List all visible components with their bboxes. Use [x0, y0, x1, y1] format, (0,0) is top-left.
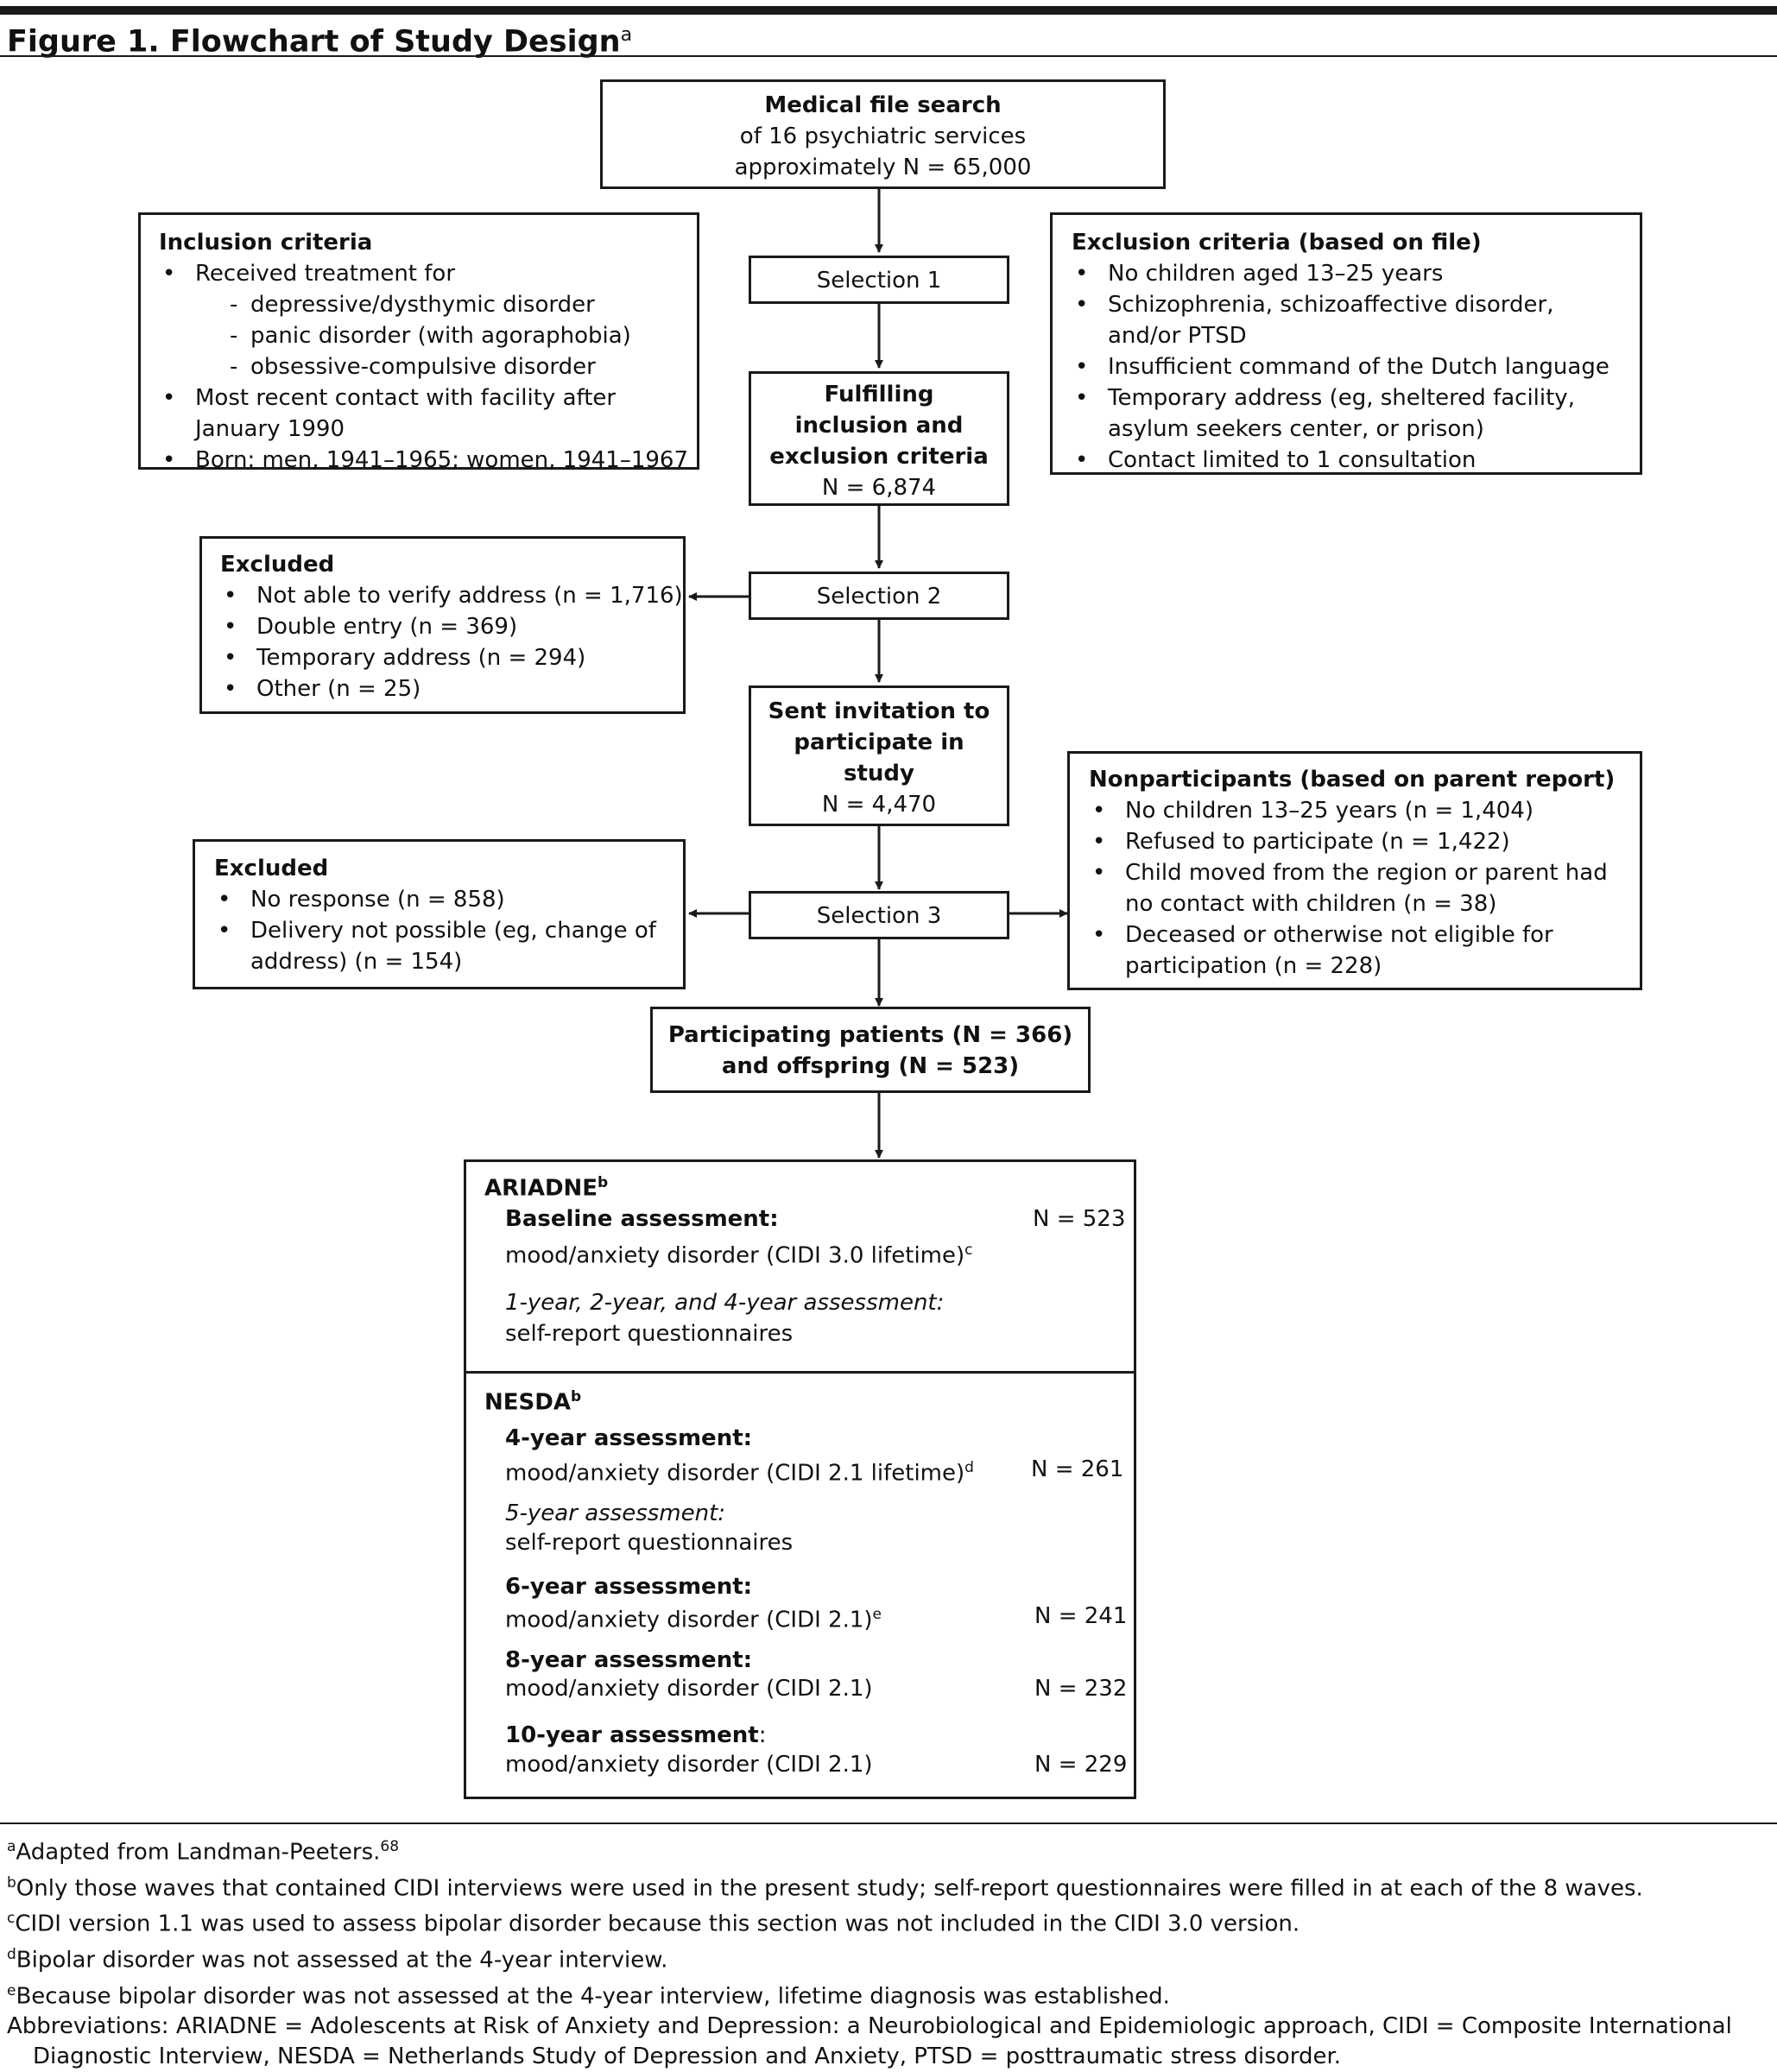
inclusion-subitem: obsessive-compulsive disorder — [230, 351, 697, 382]
nesda-title: NESDAb — [484, 1388, 582, 1416]
inclusion-criteria-box: Inclusion criteria Received treatment fo… — [138, 212, 699, 476]
nesda-4y-text: mood/anxiety disorder (CIDI 2.1 lifetime… — [505, 1459, 974, 1487]
inclusion-item: Received treatment for depressive/dysthy… — [159, 258, 697, 382]
medical-file-search-line1: of 16 psychiatric services — [739, 123, 1027, 149]
nonparticipants-item: Child moved from the region or parent ha… — [1089, 857, 1640, 919]
footnote-e: eBecause bipolar disorder was not assess… — [7, 1981, 1170, 2010]
ariadne-baseline-title: Baseline assessment: — [505, 1206, 779, 1232]
nonparticipants-title: Nonparticipants (based on parent report) — [1089, 767, 1616, 793]
inclusion-sublist: depressive/dysthymic disorder panic diso… — [195, 289, 697, 382]
nesda-5y-text: self-report questionnaires — [505, 1530, 794, 1556]
inclusion-subitem: panic disorder (with agoraphobia) — [230, 320, 697, 351]
nesda-4y-n: N = 261 — [1031, 1456, 1124, 1482]
ariadne-baseline-n: N = 523 — [1033, 1206, 1126, 1232]
fulfilling-n: N = 6,874 — [821, 475, 937, 501]
exclusion-title: Exclusion criteria (based on file) — [1072, 230, 1482, 256]
excluded-1-list: Not able to verify address (n = 1,716) D… — [220, 580, 683, 704]
exclusion-criteria-box: Exclusion criteria (based on file) No ch… — [1050, 212, 1642, 476]
selection-1-label: Selection 1 — [816, 268, 942, 294]
title-rule — [0, 55, 1777, 57]
nesda-5y-title: 5-year assessment: — [505, 1500, 726, 1526]
ariadne-followup-text: self-report questionnaires — [505, 1321, 794, 1347]
nesda-6y-text: mood/anxiety disorder (CIDI 2.1)e — [505, 1606, 882, 1633]
participating-line1: Participating patients (N = 366) — [667, 1022, 1073, 1048]
exclusion-item: Contact limited to 1 consultation — [1072, 445, 1640, 476]
nonparticipants-item: No children 13–25 years (n = 1,404) — [1089, 795, 1640, 826]
cohorts-divider — [464, 1371, 1136, 1374]
cohorts-box — [464, 1159, 1136, 1799]
footnotes: aAdapted from Landman-Peeters.68 bOnly t… — [7, 1832, 1768, 2072]
medical-file-search-box: Medical file search of 16 psychiatric se… — [600, 79, 1166, 189]
exclusion-item: Schizophrenia, schizoaffective disorder,… — [1072, 289, 1640, 351]
footnote-b: bOnly those waves that contained CIDI in… — [7, 1873, 1643, 1902]
excluded-2-item: No response (n = 858) — [214, 884, 683, 915]
selection-2-box: Selection 2 — [749, 572, 1009, 620]
excluded-1-item: Double entry (n = 369) — [220, 611, 683, 642]
nonparticipants-item: Deceased or otherwise not eligible forpa… — [1089, 919, 1640, 982]
exclusion-item: Temporary address (eg, sheltered facilit… — [1072, 382, 1640, 445]
nesda-8y-text: mood/anxiety disorder (CIDI 2.1) — [505, 1676, 873, 1702]
fulfilling-line1: Fulfilling — [824, 382, 934, 407]
exclusion-item: Insufficient command of the Dutch langua… — [1072, 351, 1640, 382]
inclusion-item: Most recent contact with facility afterJ… — [159, 382, 697, 445]
top-rule — [0, 6, 1777, 15]
nonparticipants-box: Nonparticipants (based on parent report)… — [1067, 751, 1642, 990]
nesda-4y-title: 4-year assessment: — [505, 1425, 753, 1451]
nonparticipants-list: No children 13–25 years (n = 1,404) Refu… — [1089, 795, 1640, 982]
footnote-c: cCIDI version 1.1 was used to assess bip… — [7, 1910, 1300, 1937]
inclusion-list: Received treatment for depressive/dysthy… — [159, 258, 697, 476]
selection-3-label: Selection 3 — [816, 903, 942, 929]
participating-line2: and offspring (N = 523) — [721, 1053, 1020, 1079]
exclusion-list: No children aged 13–25 years Schizophren… — [1072, 258, 1640, 476]
nesda-10y-text: mood/anxiety disorder (CIDI 2.1) — [505, 1752, 873, 1778]
footnote-a: aAdapted from Landman-Peeters.68 — [7, 1838, 400, 1866]
invitation-line2: participate in — [794, 730, 964, 755]
inclusion-title: Inclusion criteria — [159, 230, 373, 256]
nesda-10y-title: 10-year assessment: — [505, 1722, 767, 1748]
excluded-2-box: Excluded No response (n = 858) Delivery … — [193, 839, 686, 989]
nesda-8y-n: N = 232 — [1034, 1676, 1128, 1702]
ariadne-followup-title: 1-year, 2-year, and 4-year assessment: — [505, 1290, 945, 1316]
abbreviations-line2: Diagnostic Interview, NESDA = Netherland… — [33, 2044, 1342, 2070]
selection-3-box: Selection 3 — [749, 891, 1009, 939]
invitation-line1: Sent invitation to — [768, 698, 990, 724]
selection-2-label: Selection 2 — [816, 584, 942, 610]
medical-file-search-title: Medical file search — [764, 92, 1002, 118]
invitation-n: N = 4,470 — [821, 792, 937, 818]
invitation-box: Sent invitation to participate in study … — [749, 685, 1009, 826]
nesda-6y-title: 6-year assessment: — [505, 1574, 753, 1600]
invitation-line3: study — [844, 761, 914, 786]
nesda-6y-n: N = 241 — [1034, 1603, 1128, 1629]
nesda-8y-title: 8-year assessment: — [505, 1647, 753, 1673]
excluded-2-list: No response (n = 858) Delivery not possi… — [214, 884, 683, 977]
excluded-1-item: Other (n = 25) — [220, 673, 683, 704]
abbreviations-line1: Abbreviations: ARIADNE = Adolescents at … — [7, 2013, 1732, 2040]
excluded-1-box: Excluded Not able to verify address (n =… — [199, 536, 686, 714]
excluded-1-title: Excluded — [220, 552, 335, 578]
footnotes-rule — [0, 1822, 1777, 1824]
excluded-1-item: Temporary address (n = 294) — [220, 642, 683, 673]
exclusion-item: No children aged 13–25 years — [1072, 258, 1640, 289]
nesda-10y-n: N = 229 — [1034, 1752, 1128, 1778]
excluded-2-title: Excluded — [214, 856, 329, 881]
medical-file-search-line2: approximately N = 65,000 — [734, 155, 1032, 180]
figure-title: Figure 1. Flowchart of Study Designa — [7, 24, 633, 60]
excluded-2-item: Delivery not possible (eg, change ofaddr… — [214, 915, 683, 977]
selection-1-box: Selection 1 — [749, 256, 1009, 304]
nonparticipants-item: Refused to participate (n = 1,422) — [1089, 826, 1640, 857]
fulfilling-line3: exclusion criteria — [769, 444, 989, 470]
ariadne-baseline-text: mood/anxiety disorder (CIDI 3.0 lifetime… — [505, 1241, 973, 1269]
inclusion-item: Born: men, 1941–1965; women, 1941–1967 — [159, 445, 697, 476]
footnote-d: dBipolar disorder was not assessed at th… — [7, 1945, 668, 1974]
fulfilling-line2: inclusion and — [794, 413, 964, 439]
participating-box: Participating patients (N = 366) and off… — [650, 1007, 1091, 1093]
fulfilling-criteria-box: Fulfilling inclusion and exclusion crite… — [749, 371, 1009, 506]
ariadne-title: ARIADNEb — [484, 1174, 609, 1202]
excluded-1-item: Not able to verify address (n = 1,716) — [220, 580, 683, 611]
inclusion-subitem: depressive/dysthymic disorder — [230, 289, 697, 320]
